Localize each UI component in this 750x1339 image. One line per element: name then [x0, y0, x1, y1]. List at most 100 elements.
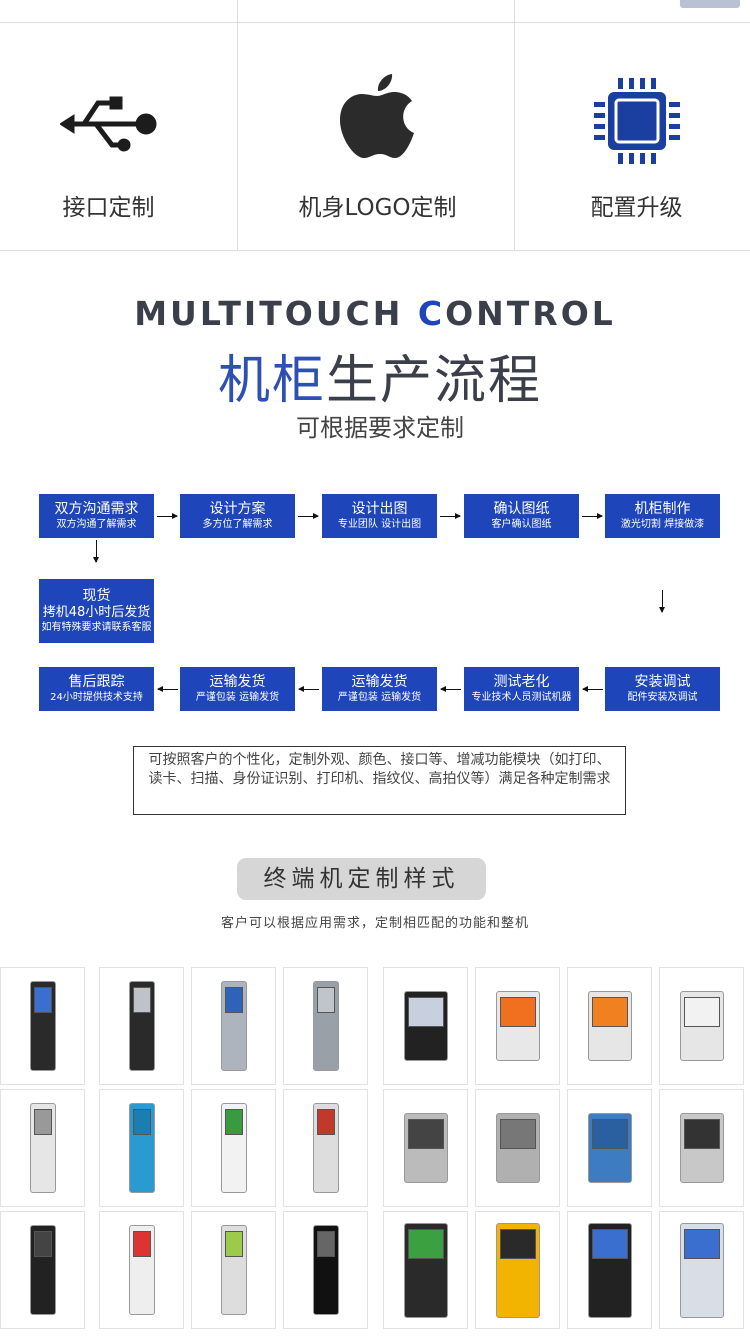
product-thumbnail[interactable] [659, 1211, 744, 1329]
kiosk-screen [224, 1109, 243, 1135]
usb-icon [59, 95, 158, 157]
kiosk-screen [224, 1231, 243, 1257]
product-thumbnail[interactable] [567, 1211, 652, 1329]
feature-label-interface: 接口定制 [62, 195, 155, 221]
kiosk-screen [132, 1231, 151, 1257]
kiosk-image [403, 1113, 448, 1183]
product-thumbnail[interactable] [99, 1211, 184, 1329]
product-thumbnail[interactable] [475, 967, 560, 1085]
step-drawing: 设计出图专业团队 设计出图 [322, 494, 437, 538]
kiosk-screen [224, 987, 243, 1013]
feature-label-logo: 机身LOGO定制 [298, 195, 457, 221]
arrow-left-icon [582, 686, 603, 692]
kiosk-image [29, 1225, 56, 1315]
kiosk-screen [33, 987, 52, 1013]
product-thumbnail[interactable] [0, 1089, 85, 1207]
kiosk-image [679, 1113, 724, 1183]
product-thumbnail[interactable] [567, 1089, 652, 1207]
partial-device-image [680, 0, 740, 8]
kiosk-image [312, 1225, 339, 1315]
kiosk-image [495, 1113, 540, 1183]
step-ship-2: 运输发货严谨包装 运输发货 [180, 667, 295, 711]
step-test: 测试老化专业技术人员测试机器 [464, 667, 579, 711]
kiosk-screen [499, 1119, 536, 1149]
product-thumbnail[interactable] [99, 967, 184, 1085]
kiosk-screen [407, 997, 444, 1027]
kiosk-image [312, 981, 339, 1071]
kiosk-image [587, 1113, 632, 1183]
kiosk-image [128, 1103, 155, 1193]
arrow-right-icon [440, 513, 461, 519]
kiosk-screen [316, 987, 335, 1013]
kiosk-screen [33, 1231, 52, 1257]
product-thumbnail[interactable] [475, 1211, 560, 1329]
kiosk-image [128, 1225, 155, 1315]
step-design-plan: 设计方案多方位了解需求 [180, 494, 295, 538]
arrow-down-icon [659, 590, 665, 613]
product-thumbnail[interactable] [191, 967, 276, 1085]
kiosk-image [29, 1103, 56, 1193]
arrow-down-icon [93, 540, 99, 563]
kiosk-image [220, 981, 247, 1071]
product-thumbnail[interactable] [0, 967, 85, 1085]
kiosk-image [495, 991, 540, 1061]
feature-label-config: 配置升级 [590, 195, 683, 221]
product-thumbnail[interactable] [567, 967, 652, 1085]
section-subtitle: 可根据要求定制 [296, 414, 464, 442]
product-thumbnail[interactable] [0, 1211, 85, 1329]
product-thumbnail[interactable] [283, 967, 368, 1085]
section-title-cn: 机柜生产流程 [217, 351, 543, 411]
step-fabricate: 机柜制作激光切割 焊接做漆 [605, 494, 720, 538]
arrow-left-icon [440, 686, 461, 692]
kiosk-screen [316, 1231, 335, 1257]
kiosk-image [128, 981, 155, 1071]
arrow-right-icon [582, 513, 603, 519]
kiosk-image [403, 1222, 448, 1318]
product-thumbnail[interactable] [283, 1211, 368, 1329]
kiosk-image [220, 1225, 247, 1315]
kiosk-screen [132, 1109, 151, 1135]
kiosk-screen [407, 1228, 444, 1259]
kiosk-image [679, 1222, 724, 1318]
product-thumbnail[interactable] [475, 1089, 560, 1207]
kiosk-screen [407, 1119, 444, 1149]
product-thumbnail[interactable] [191, 1089, 276, 1207]
step-confirm: 确认图纸客户确认图纸 [464, 494, 579, 538]
kiosk-image [495, 1222, 540, 1318]
product-thumbnail[interactable] [383, 1211, 468, 1329]
product-thumbnail[interactable] [283, 1089, 368, 1207]
kiosk-screen [499, 1228, 536, 1259]
step-ship-1: 运输发货严谨包装 运输发货 [322, 667, 437, 711]
arrow-left-icon [157, 686, 178, 692]
kiosk-screen [683, 997, 720, 1027]
kiosk-image [29, 981, 56, 1071]
kiosk-screen [683, 1119, 720, 1149]
kiosk-screen [591, 1228, 628, 1259]
product-thumbnail[interactable] [191, 1211, 276, 1329]
customization-note: 可按照客户的个性化，定制外观、颜色、接口等、增减功能模块（如打印、读卡、扫描、身… [133, 746, 626, 815]
kiosk-screen [499, 997, 536, 1027]
step-install: 安装调试配件安装及调试 [605, 667, 720, 711]
arrow-right-icon [298, 513, 319, 519]
product-thumbnail[interactable] [383, 967, 468, 1085]
kiosk-image [312, 1103, 339, 1193]
kiosk-screen [591, 997, 628, 1027]
arrow-right-icon [157, 513, 178, 519]
kiosk-image [403, 991, 448, 1061]
styles-heading: 终端机定制样式 [237, 858, 486, 900]
product-thumbnail[interactable] [99, 1089, 184, 1207]
section-title-en: MULTITOUCH CONTROL [134, 294, 616, 333]
product-thumbnail[interactable] [383, 1089, 468, 1207]
apple-logo-icon [340, 72, 414, 166]
kiosk-screen [132, 987, 151, 1013]
kiosk-image [679, 991, 724, 1061]
step-stock: 现货拷机48小时后发货如有特殊要求请联系客服 [39, 579, 154, 643]
kiosk-screen [33, 1109, 52, 1135]
chip-icon [594, 78, 680, 168]
product-thumbnail[interactable] [659, 1089, 744, 1207]
arrow-left-icon [298, 686, 319, 692]
kiosk-image [587, 1222, 632, 1318]
kiosk-image [220, 1103, 247, 1193]
product-thumbnail[interactable] [659, 967, 744, 1085]
